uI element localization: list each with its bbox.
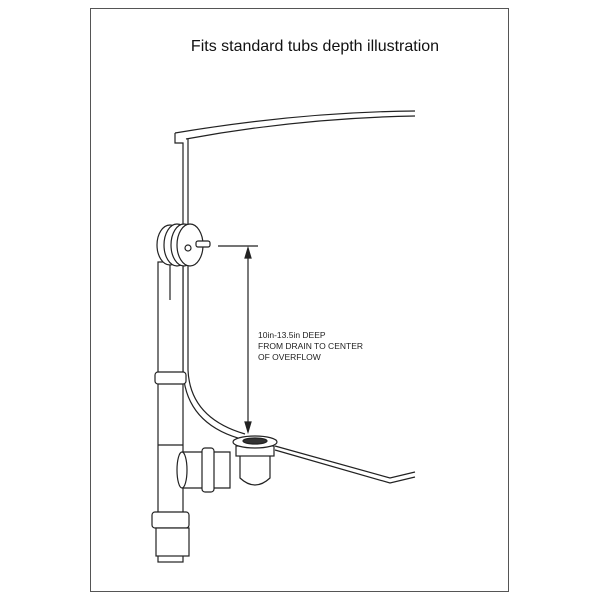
diagram-title: Fits standard tubs depth illustration — [190, 38, 440, 55]
drain-assembly — [176, 435, 278, 493]
annotation-line-2: FROM DRAIN TO CENTER — [258, 341, 363, 351]
annotation-line-3: OF OVERFLOW — [258, 352, 321, 362]
tub-rim — [174, 110, 416, 150]
tub-floor — [274, 445, 416, 484]
overflow-faceplate — [156, 223, 211, 267]
illustration-frame — [90, 8, 509, 592]
annotation-line-1: 10in-13.5in DEEP — [258, 330, 326, 340]
tub-wall — [182, 139, 246, 441]
dimension-line — [218, 245, 258, 435]
depth-annotation: 10in-13.5in DEEP FROM DRAIN TO CENTER OF… — [258, 330, 363, 363]
overflow-pipe — [151, 261, 190, 563]
